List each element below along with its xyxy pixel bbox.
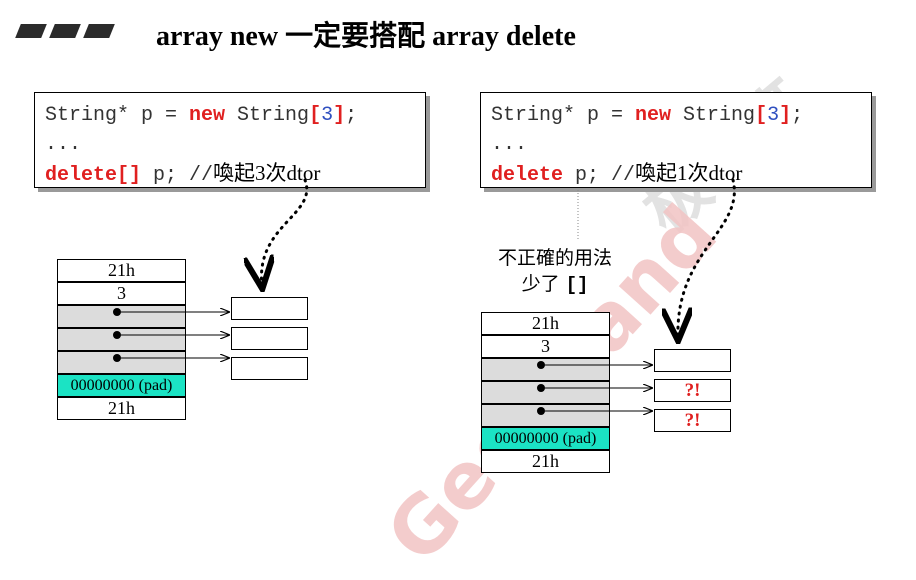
right-code-line-1: String* p = new String[3];: [491, 104, 804, 127]
left-pointer-dot-3: [113, 354, 121, 362]
right-memory-count: 3: [481, 335, 610, 358]
left-code-line-3: delete[] p; //喚起3次dtor: [45, 161, 321, 187]
left-memory-ptr-2: [57, 328, 186, 351]
left-memory-cookie-bottom: 21h: [57, 397, 186, 420]
left-string-object-3: [231, 357, 308, 380]
right-string-object-1: [654, 349, 731, 372]
right-memory-cookie-bottom: 21h: [481, 450, 610, 473]
right-string-object-2: ?!: [654, 379, 731, 402]
left-pointer-dot-2: [113, 331, 121, 339]
left-memory-pad: 00000000 (pad): [57, 374, 186, 397]
right-code-box: String* p = new String[3]; ... delete p;…: [480, 92, 872, 188]
left-code-box: String* p = new String[3]; ... delete[] …: [34, 92, 426, 188]
left-memory-count: 3: [57, 282, 186, 305]
left-memory-ptr-1: [57, 305, 186, 328]
left-pointer-dot-1: [113, 308, 121, 316]
left-code-line-2: ...: [45, 133, 82, 156]
right-code-line-3: delete p; //喚起1次dtor: [491, 161, 743, 187]
right-pointer-dot-1: [537, 361, 545, 369]
right-memory-ptr-2: [481, 381, 610, 404]
incorrect-usage-line-2: 少了 []: [521, 273, 589, 296]
left-code-line-1: String* p = new String[3];: [45, 104, 358, 127]
right-pointer-dot-2: [537, 384, 545, 392]
right-pointer-dot-3: [537, 407, 545, 415]
left-memory-cookie-top: 21h: [57, 259, 186, 282]
right-memory-ptr-1: [481, 358, 610, 381]
incorrect-usage-note: 不正確的用法 少了 []: [475, 245, 635, 298]
page-title: array new 一定要搭配 array delete: [156, 21, 576, 52]
left-string-object-1: [231, 297, 308, 320]
incorrect-usage-line-1: 不正確的用法: [497, 247, 612, 269]
left-string-object-2: [231, 327, 308, 350]
left-dtor-dotted-arrow: [261, 178, 309, 286]
right-memory-pad: 00000000 (pad): [481, 427, 610, 450]
right-string-object-3: ?!: [654, 409, 731, 432]
right-memory-ptr-3: [481, 404, 610, 427]
connector-arrows: [121, 178, 736, 500]
left-memory-ptr-3: [57, 351, 186, 374]
right-code-line-2: ...: [491, 133, 528, 156]
right-memory-cookie-top: 21h: [481, 312, 610, 335]
right-dtor-dotted-arrow: [678, 178, 736, 338]
